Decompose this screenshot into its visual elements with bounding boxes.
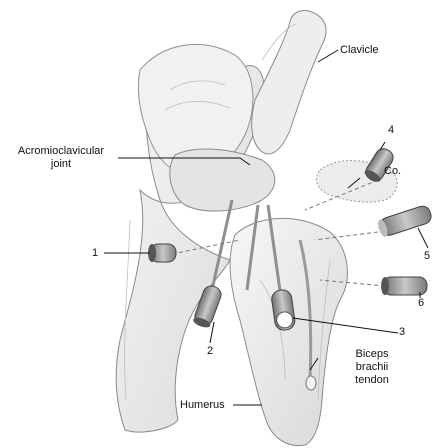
acromioclavicular-joint-label: Acromioclavicular joint [17,145,105,170]
instrument-shafts [210,199,284,306]
biceps-brachii-tendon-label: Biceps brachii tendon [355,348,389,386]
portal-6-cannula [381,276,428,296]
biceps-tendon-end [305,375,317,391]
portal-number-2: 2 [207,345,214,357]
portal-3-cannula [271,289,296,331]
portal-number-3: 3 [399,326,406,338]
portal-4-cannula [364,148,394,182]
portal-1-cannula [148,243,177,263]
coracoid-label: Co. [384,165,402,177]
clavicle-label: Clavicle [340,44,379,56]
portal-5-cannula [378,205,432,237]
portal-number-4: 4 [388,124,395,136]
humerus-label: Humerus [180,399,225,411]
dashed-trajectories [171,179,386,287]
humerus-shape [229,217,348,447]
portal-number-6: 6 [418,297,425,309]
leader-lines [104,49,429,406]
biceps-tendon-shape [298,239,313,381]
clavicle-shape [251,9,327,155]
portal-number-1: 1 [92,247,99,259]
portal-number-5: 5 [424,250,431,262]
portal-2-cannula [193,285,222,328]
